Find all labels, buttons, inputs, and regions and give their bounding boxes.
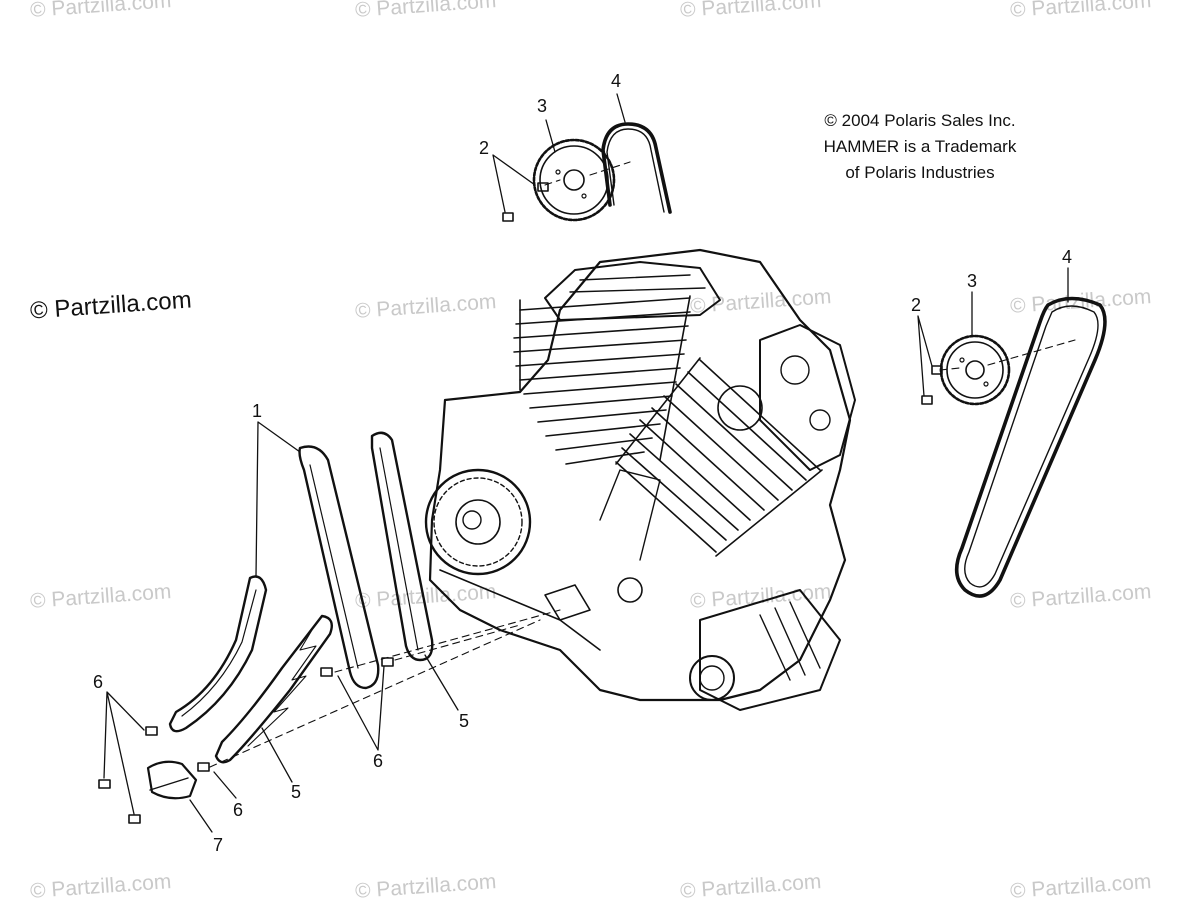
bolt-6-e [320,667,333,677]
bolt-6-b [98,779,111,789]
callout-sprocket-right: 3 [967,271,978,291]
bolt-6-f [381,657,394,667]
callout-sprocket-top: 3 [537,96,548,116]
bolt-right-2 [921,395,933,405]
callout-chain-guides: 1 [252,401,263,421]
callout-bolts-left: 6 [93,672,104,692]
bolt-top-1 [537,182,549,192]
callout-bracket: 7 [213,835,224,855]
leader-lines [103,93,1069,833]
copyright-line-2: HAMMER is a Trademark [823,137,1017,156]
copyright-line-3: of Polaris Industries [845,163,995,182]
sprocket-top [532,138,616,222]
timing-belt-right [954,296,1107,598]
callout-belt-top: 4 [611,71,622,91]
copyright-line-1: © 2004 Polaris Sales Inc. [824,111,1016,130]
bolt-6-d [197,762,210,772]
bolt-top-2 [502,212,514,222]
chain-tensioner [214,614,333,764]
callout-bolt-bracket: 6 [233,800,244,820]
bolt-6-c [128,814,141,824]
chain-guide-lower [168,575,268,733]
alignment-lines [209,161,1076,768]
engine-assembly [424,248,856,711]
bolt-6-a [145,726,158,736]
callout-tensioner: 5 [291,782,302,802]
sprocket-right [939,334,1011,406]
callout-bolts-middle: 6 [373,751,384,771]
callout-belt-right: 4 [1062,247,1073,267]
copyright-notice: © 2004 Polaris Sales Inc. HAMMER is a Tr… [800,108,1040,186]
callout-bolts-top: 2 [479,138,490,158]
chain-guide-short [370,431,434,662]
tensioner-bracket [146,760,198,800]
callout-bolts-right: 2 [911,295,922,315]
timing-belt-top [601,122,672,214]
callout-guide-right: 5 [459,711,470,731]
chain-guide-long [298,445,380,690]
